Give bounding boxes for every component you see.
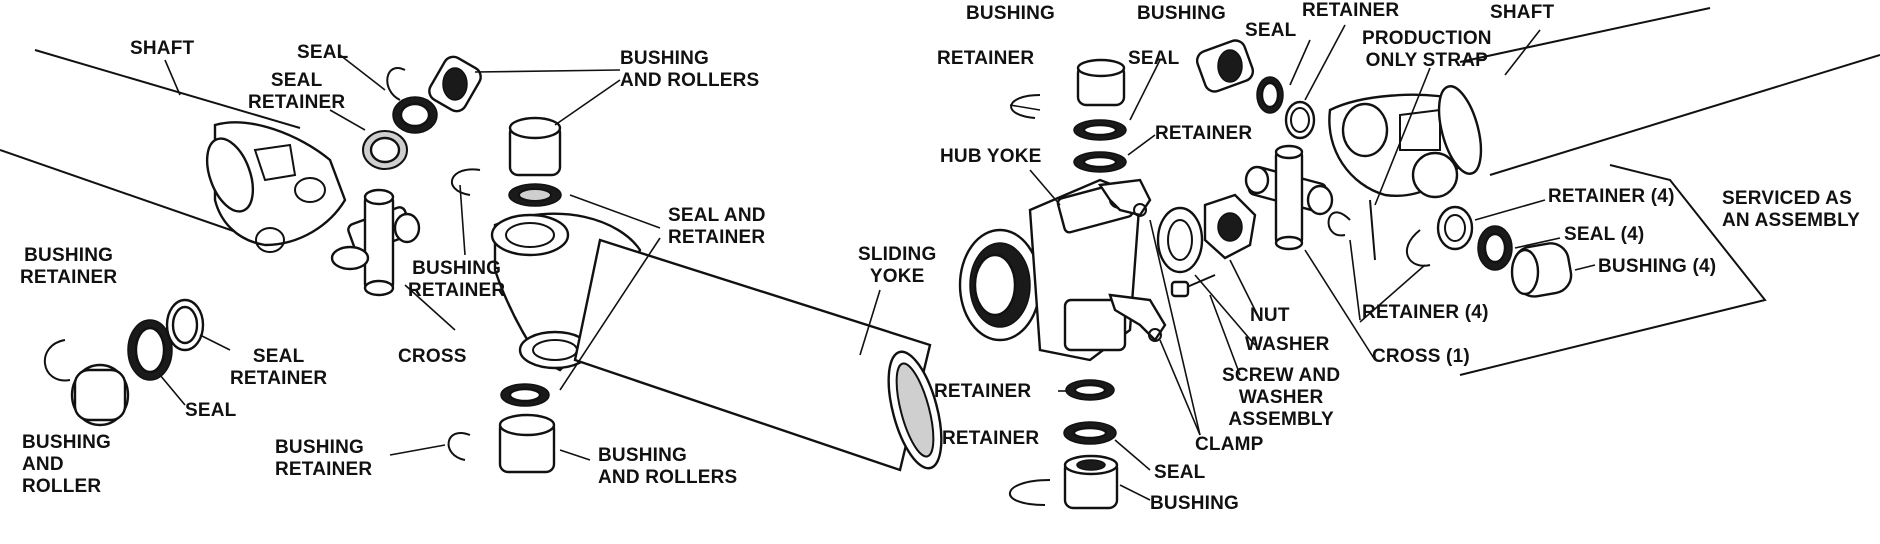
label-line: YOKE xyxy=(869,266,925,287)
assembly-bracket xyxy=(1459,164,1767,376)
label-line: SLIDING xyxy=(858,244,937,265)
label-retainer-top-right: RETAINER xyxy=(1302,0,1400,21)
label-line: BUSHING xyxy=(598,445,688,466)
label-sliding-yoke: SLIDING YOKE xyxy=(858,244,936,288)
label-cross-1: CROSS (1) xyxy=(1372,346,1470,367)
label-line: SEAL AND xyxy=(668,205,766,226)
label-line: BUSHING xyxy=(412,258,502,279)
center-top-stack xyxy=(1010,58,1127,173)
label-bushing-and-roller-left: BUSHING AND ROLLER xyxy=(22,432,111,498)
label-clamp: CLAMP xyxy=(1195,434,1264,455)
label-bushing-4: BUSHING (4) xyxy=(1598,256,1717,277)
label-line: PRODUCTION xyxy=(1362,28,1492,49)
label-seal-left: SEAL xyxy=(185,400,237,421)
label-bushing-and-rollers-bottom: BUSHING AND ROLLERS xyxy=(598,445,737,489)
label-seal-and-retainer: SEAL AND RETAINER xyxy=(668,205,766,249)
label-line: BUSHING xyxy=(275,437,365,458)
label-nut: NUT xyxy=(1250,305,1290,326)
label-retainer-4-lower: RETAINER (4) xyxy=(1362,302,1489,323)
label-seal-top-center: SEAL xyxy=(1128,48,1180,69)
top-bushing-and-rollers xyxy=(508,116,562,207)
label-hub-yoke: HUB YOKE xyxy=(940,146,1042,167)
label-retainer-bottom-center: RETAINER xyxy=(942,428,1040,449)
sliding-yoke xyxy=(490,212,943,472)
leader-lines xyxy=(159,24,1596,501)
label-bushing-retainer-left: BUSHING RETAINER xyxy=(20,245,117,289)
label-line: RETAINER xyxy=(668,227,766,248)
label-retainer-lower-center: RETAINER xyxy=(934,381,1032,402)
label-bushing-and-rollers-top: BUSHING AND ROLLERS xyxy=(620,48,759,92)
label-line: AN ASSEMBLY xyxy=(1722,210,1861,231)
label-line: BUSHING xyxy=(24,245,114,266)
right-cross xyxy=(1244,144,1334,251)
label-seal-top-right: SEAL xyxy=(1245,20,1297,41)
production-strap xyxy=(1369,199,1376,261)
label-line: SCREW AND xyxy=(1222,365,1341,386)
hub-yoke xyxy=(958,178,1142,362)
label-line: AND ROLLERS xyxy=(620,70,760,91)
left-cross xyxy=(330,188,421,297)
label-seal-retainer-top-left: SEAL RETAINER xyxy=(248,70,345,114)
clamps xyxy=(1097,178,1167,342)
label-line: WASHER xyxy=(1238,387,1324,408)
label-retainer-top-center: RETAINER xyxy=(937,48,1035,69)
top-right-parts xyxy=(1195,39,1316,140)
label-line: RETAINER xyxy=(248,92,346,113)
screw xyxy=(1170,274,1216,298)
label-bushing-retainer-mid: BUSHING RETAINER xyxy=(408,258,505,302)
label-seal-top-left: SEAL xyxy=(297,42,349,63)
label-bushing-top-right: BUSHING xyxy=(1137,3,1227,24)
center-bottom-stack xyxy=(1009,379,1119,510)
label-seal-retainer-left: SEAL RETAINER xyxy=(230,346,327,390)
label-line: SEAL xyxy=(252,346,305,367)
label-line: SERVICED AS xyxy=(1722,188,1852,209)
label-line: RETAINER xyxy=(275,459,373,480)
left-shaft xyxy=(0,49,347,253)
label-cross-left: CROSS xyxy=(398,346,467,367)
label-seal-4: SEAL (4) xyxy=(1564,224,1645,245)
label-line: RETAINER xyxy=(408,280,506,301)
label-line: ROLLER xyxy=(22,476,102,497)
label-production-only-strap: PRODUCTION ONLY STRAP xyxy=(1362,28,1492,72)
label-shaft-left: SHAFT xyxy=(130,38,195,59)
label-line: AND xyxy=(22,454,64,475)
label-bushing-top-center: BUSHING xyxy=(966,3,1056,24)
label-bushing-retainer-bottom: BUSHING RETAINER xyxy=(275,437,372,481)
label-line: RETAINER xyxy=(230,368,328,389)
left-bottom-bushing xyxy=(43,298,205,427)
bottom-bushing-and-rollers xyxy=(447,383,556,474)
label-line: SEAL xyxy=(270,70,323,91)
label-line: BUSHING xyxy=(620,48,710,69)
label-retainer-4-upper: RETAINER (4) xyxy=(1548,186,1675,207)
label-seal-bottom-center: SEAL xyxy=(1154,462,1206,483)
label-screw-and-washer-assembly: SCREW AND WASHER ASSEMBLY xyxy=(1222,365,1340,431)
label-serviced-as-assembly: SERVICED AS AN ASSEMBLY xyxy=(1722,188,1860,232)
label-line: ONLY STRAP xyxy=(1365,50,1489,71)
label-bushing-bottom-center: BUSHING xyxy=(1150,493,1240,514)
label-retainer-mid-center: RETAINER xyxy=(1155,123,1253,144)
label-line: BUSHING xyxy=(22,432,112,453)
label-line: ASSEMBLY xyxy=(1228,409,1334,430)
label-line: AND ROLLERS xyxy=(598,467,738,488)
serviced-assembly-items xyxy=(1436,205,1573,298)
label-line: RETAINER xyxy=(20,267,118,288)
label-shaft-right: SHAFT xyxy=(1490,2,1555,23)
label-washer: WASHER xyxy=(1245,334,1330,355)
right-retainers xyxy=(1327,211,1431,267)
washer-and-nut xyxy=(1156,193,1257,274)
top-left-seals xyxy=(362,55,482,170)
retainer-clip xyxy=(450,168,481,196)
